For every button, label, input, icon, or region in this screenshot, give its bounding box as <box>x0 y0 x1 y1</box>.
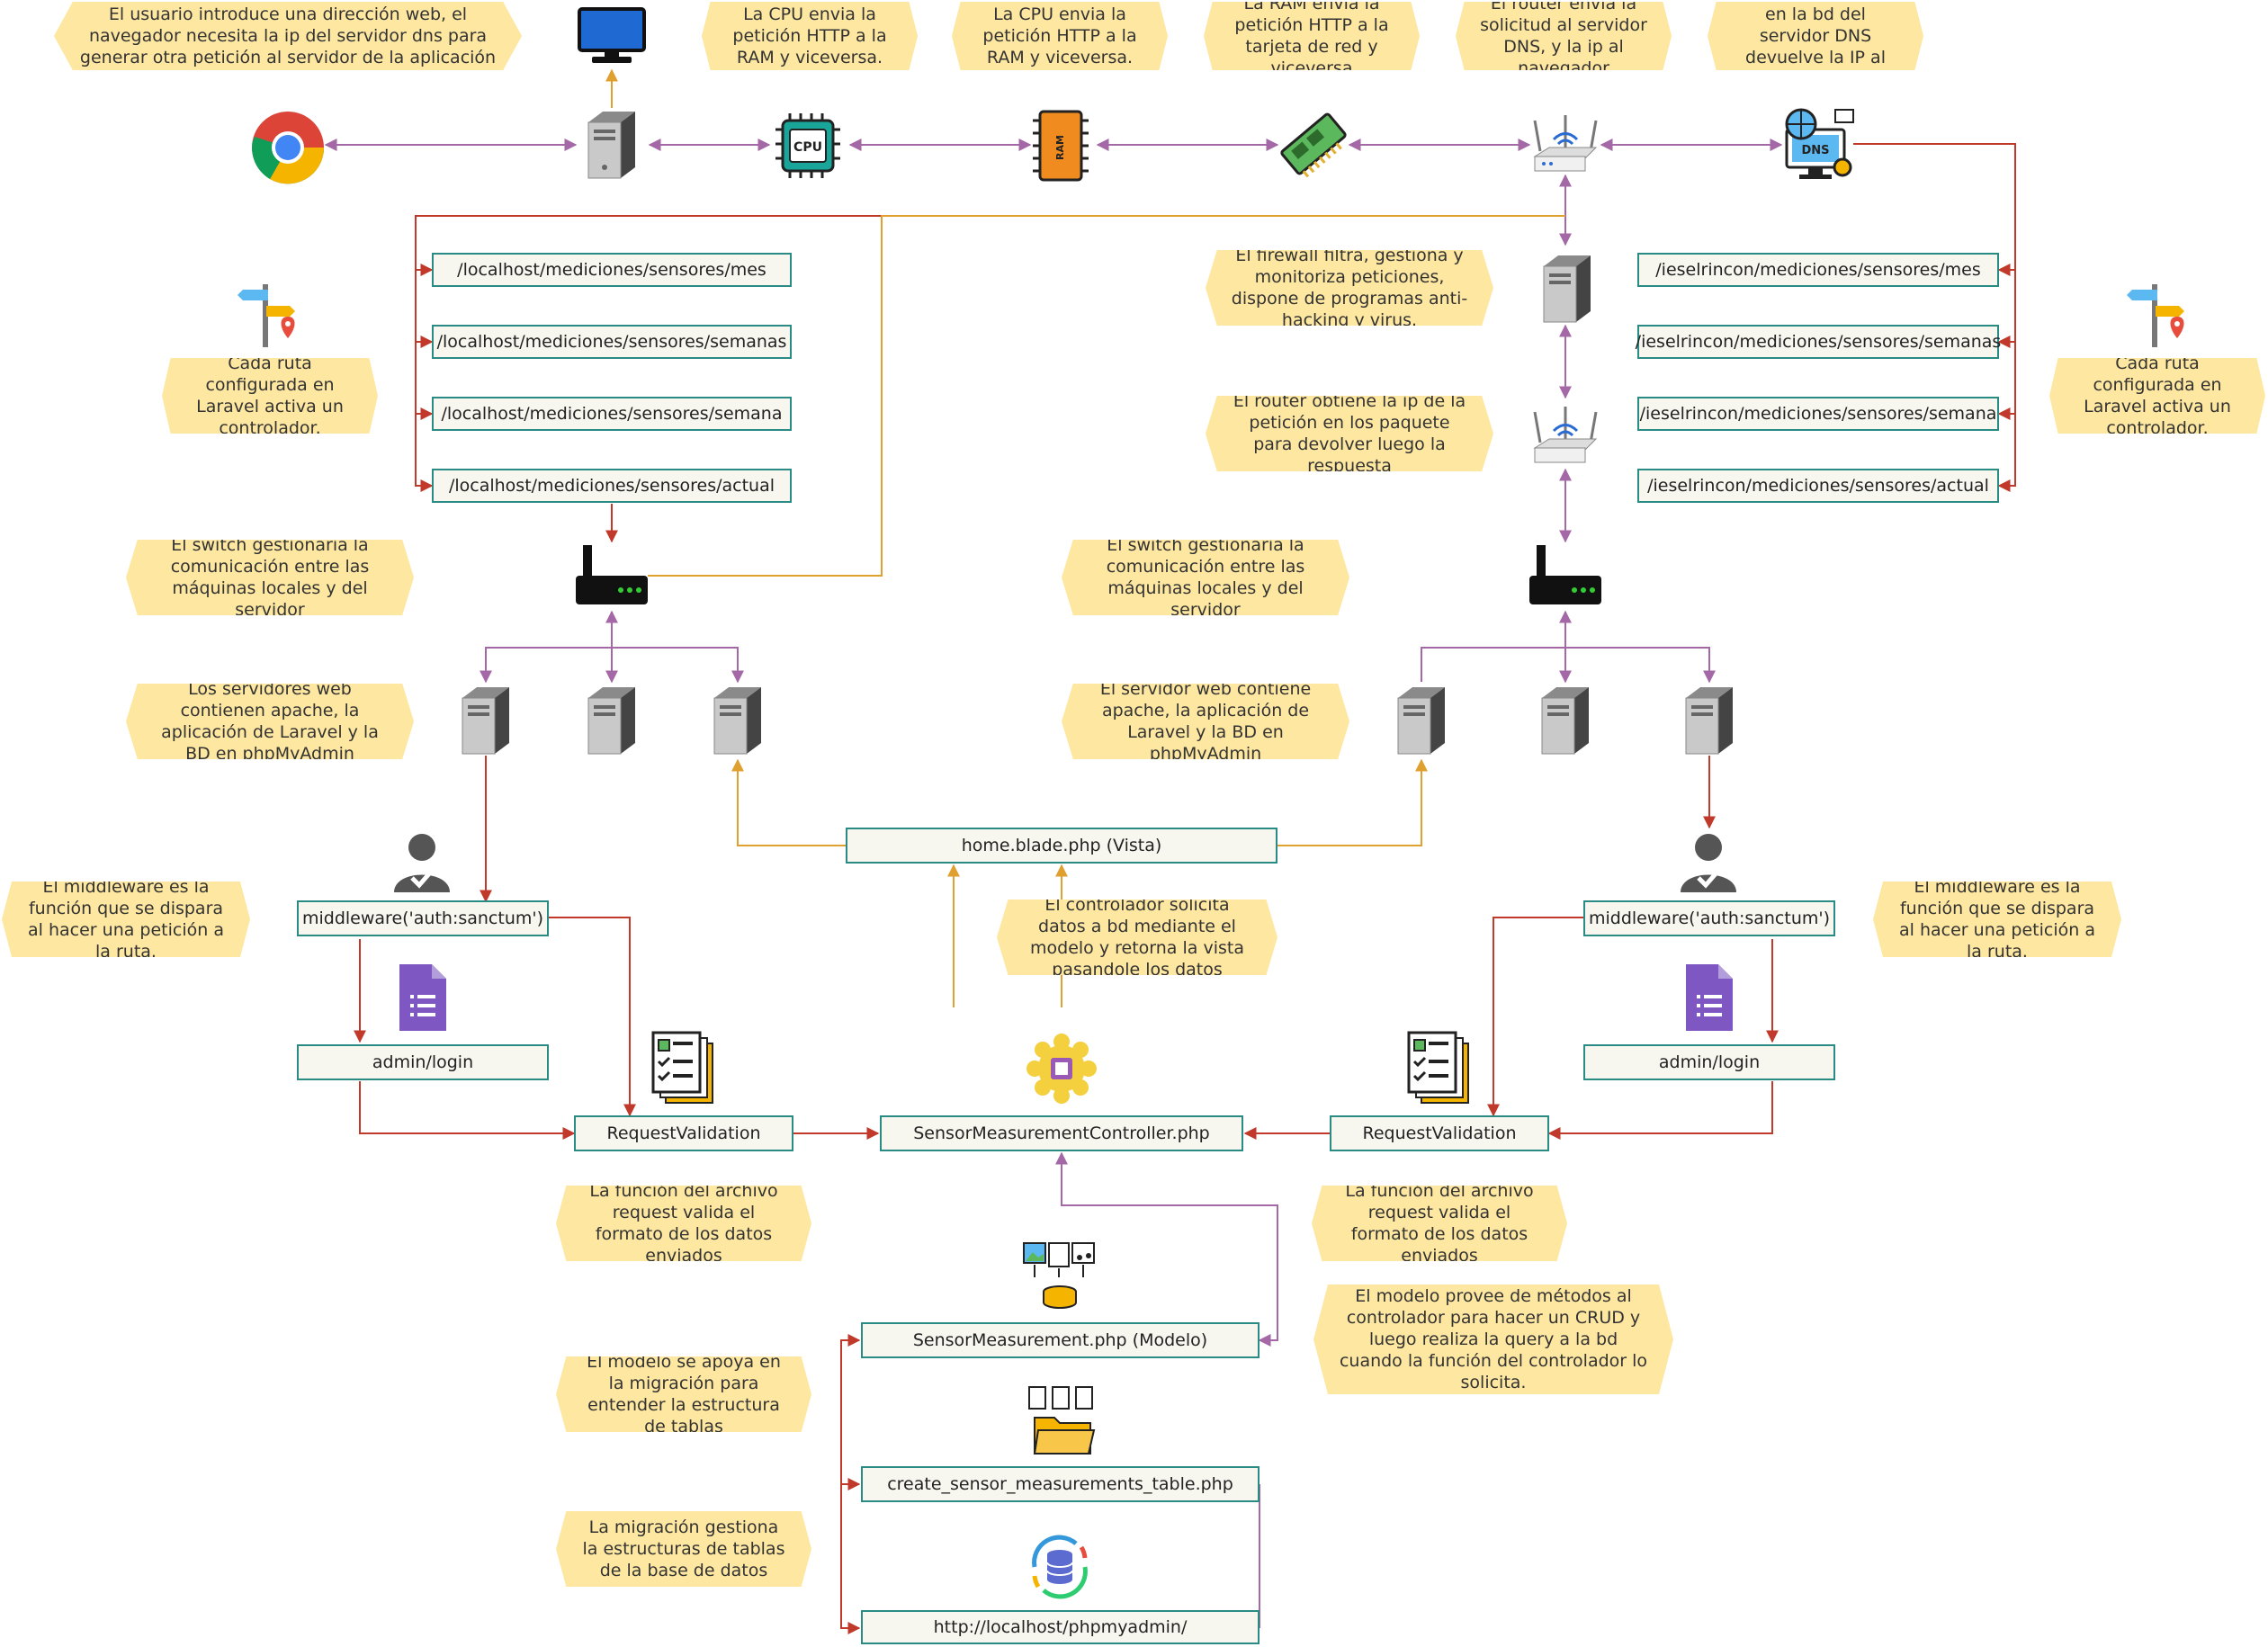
note-migration: La migración gestiona la estructuras de … <box>556 1511 811 1587</box>
route-left-semana[interactable]: /localhost/mediciones/sensores/semana <box>432 397 792 431</box>
request-validation-right-box[interactable]: RequestValidation <box>1330 1115 1549 1151</box>
firewall-server-icon <box>1538 252 1596 329</box>
database-sync-icon <box>1022 1531 1098 1607</box>
note-servers-left: Los servidores web contienen apache, la … <box>126 684 414 759</box>
note-controller: El controlador solicita datos a bd media… <box>997 900 1277 975</box>
route-left-actual[interactable]: /localhost/mediciones/sensores/actual <box>432 469 792 503</box>
form-doc-icon-left <box>396 961 450 1038</box>
note-switch-right: El switch gestionaria la comunicación en… <box>1062 540 1349 615</box>
note-model: El modelo provee de métodos al controlad… <box>1313 1284 1673 1394</box>
web-server-icon-3 <box>709 684 766 761</box>
signpost-icon <box>236 281 304 353</box>
route-left-mes[interactable]: /localhost/mediciones/sensores/mes <box>432 253 792 287</box>
web-server-icon-5 <box>1537 684 1594 761</box>
form-doc-icon-right <box>1682 961 1736 1038</box>
note-route-right: Cada ruta configurada en Laravel activa … <box>2049 358 2265 434</box>
route-right-semanas[interactable]: /ieselrincon/mediciones/sensores/semanas <box>1636 325 2001 359</box>
note-request-left: La función del archivo request valida el… <box>556 1186 811 1261</box>
dns-label: DNS <box>1801 144 1829 157</box>
router-icon <box>1531 403 1600 475</box>
network-card-icon <box>1276 106 1351 185</box>
note-route-left: Cada ruta configurada en Laravel activa … <box>162 358 378 434</box>
route-right-semana[interactable]: /ieselrincon/mediciones/sensores/semana <box>1637 397 1999 431</box>
note-switch-left: El switch gestionaria la comunicación en… <box>126 540 414 615</box>
note-cpu-ram: La CPU envia la petición HTTP a la RAM y… <box>702 2 918 70</box>
controller-chip-icon <box>1026 1033 1098 1108</box>
note-middleware-left: El middleware es la función que se dispa… <box>2 882 250 957</box>
switch-icon-left <box>574 543 650 610</box>
request-validation-left-box[interactable]: RequestValidation <box>574 1115 793 1151</box>
web-server-icon-1 <box>457 684 515 761</box>
ram-label: RAM <box>1054 135 1066 160</box>
migration-box[interactable]: create_sensor_measurements_table.php <box>861 1466 1260 1502</box>
note-servers-right: El servidor web contiene apache, la apli… <box>1062 684 1349 759</box>
note-router-dns: El router envia la solicitud al servidor… <box>1456 2 1672 70</box>
route-right-mes[interactable]: /ieselrincon/mediciones/sensores/mes <box>1637 253 1999 287</box>
cpu-label: CPU <box>793 140 822 155</box>
server-tower-icon <box>583 108 641 185</box>
checklist-icon-left <box>650 1031 718 1110</box>
route-right-actual[interactable]: /ieselrincon/mediciones/sensores/actual <box>1637 469 1999 503</box>
note-cpu-ram-2: La CPU envia la petición HTTP a la RAM y… <box>952 2 1168 70</box>
view-box[interactable]: home.blade.php (Vista) <box>846 828 1277 864</box>
middleware-right-box[interactable]: middleware('auth:sanctum') <box>1583 900 1835 936</box>
ram-icon: RAM <box>1029 108 1092 187</box>
checklist-icon-right <box>1405 1031 1474 1110</box>
web-server-icon-4 <box>1393 684 1450 761</box>
web-server-icon-2 <box>583 684 641 761</box>
login-left-box[interactable]: admin/login <box>297 1044 549 1080</box>
route-left-semanas[interactable]: /localhost/mediciones/sensores/semanas <box>432 325 792 359</box>
folder-files-icon <box>1026 1385 1098 1461</box>
wifi-router-icon <box>1531 112 1600 183</box>
cpu-icon: CPU <box>772 110 844 185</box>
data-sources-icon <box>1022 1241 1098 1313</box>
controller-box[interactable]: SensorMeasurementController.php <box>880 1115 1243 1151</box>
switch-icon-right <box>1528 543 1603 610</box>
note-request-right: La función del archivo request valida el… <box>1312 1186 1567 1261</box>
note-firewall: El firewall filtra, gestiona y monitoriz… <box>1206 250 1493 326</box>
chrome-icon <box>250 110 326 189</box>
monitor-icon <box>576 7 648 68</box>
note-model-migration: El modelo se apoya en la migración para … <box>556 1356 811 1432</box>
note-middleware-right: El middleware es la función que se dispa… <box>1873 882 2121 957</box>
note-user-browser: El usuario introduce una dirección web, … <box>54 2 522 70</box>
login-right-box[interactable]: admin/login <box>1583 1044 1835 1080</box>
user-check-icon-left <box>390 831 453 898</box>
signpost-icon-right <box>2125 281 2193 353</box>
user-check-icon-right <box>1677 831 1740 898</box>
dns-server-icon: DNS <box>1781 106 1857 185</box>
web-server-icon-6 <box>1681 684 1738 761</box>
note-dns-ip: Si la dirección está en la bd del servid… <box>1708 2 1923 70</box>
note-ram-nic: La RAM envia la petición HTTP a la tarje… <box>1204 2 1420 70</box>
note-router-ip: El router obtiene la ip de la petición e… <box>1206 396 1493 471</box>
middleware-left-box[interactable]: middleware('auth:sanctum') <box>297 900 549 936</box>
phpmyadmin-box[interactable]: http://localhost/phpmyadmin/ <box>861 1610 1260 1644</box>
model-box[interactable]: SensorMeasurement.php (Modelo) <box>861 1322 1260 1358</box>
